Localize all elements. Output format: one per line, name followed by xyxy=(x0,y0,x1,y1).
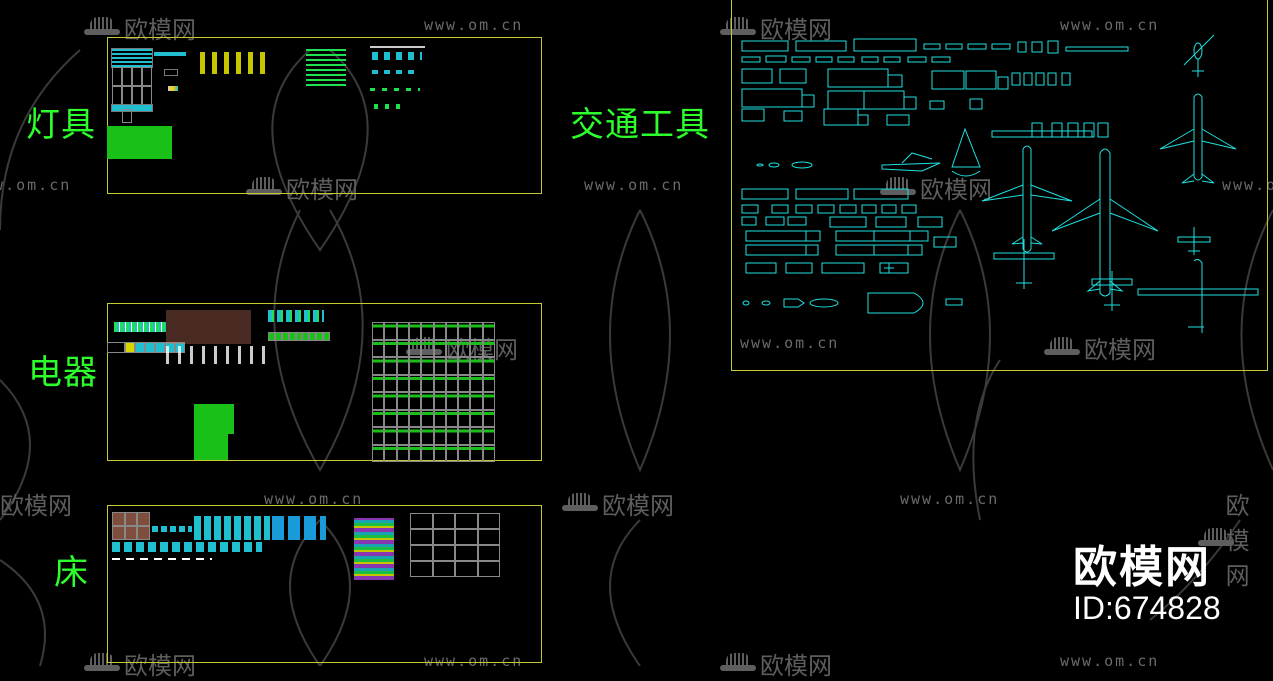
sofa-icon xyxy=(720,652,756,675)
watermark-logo: 欧模网 xyxy=(1198,486,1273,591)
plane-5 xyxy=(1137,227,1259,333)
bed-row xyxy=(112,542,262,552)
lamp-row xyxy=(164,69,178,76)
watermark-logo: 欧模网 xyxy=(720,646,832,681)
brand-name: 欧模网 xyxy=(1073,542,1211,593)
helicopter xyxy=(1183,34,1215,77)
plane-6 xyxy=(1091,271,1133,311)
frame-lamps[interactable] xyxy=(107,37,542,194)
vehicle-drawings xyxy=(741,34,1259,333)
watermark-logo: 欧模网 xyxy=(0,486,72,521)
bed-colored-block xyxy=(354,518,394,580)
section-label-lamps: 灯具 xyxy=(26,105,96,145)
frame-appliances[interactable] xyxy=(107,303,542,462)
lamp-row xyxy=(168,86,178,91)
lamp-symbols-block xyxy=(111,48,153,68)
plane-3 xyxy=(1159,93,1237,184)
watermark-url: www.om.cn xyxy=(1060,16,1160,34)
appliance-grid-green xyxy=(194,432,228,460)
watermark-logo-text: 欧模网 xyxy=(1225,492,1250,590)
watermark-logo: 欧模网 xyxy=(1044,330,1156,365)
watermark-logo: 欧模网 xyxy=(84,10,196,45)
lamp-green-block xyxy=(306,46,346,86)
watermark-url: www.om.cn xyxy=(740,334,840,352)
watermark-url: www.om.cn xyxy=(1060,652,1160,670)
watermark-logo-text: 欧模网 xyxy=(286,176,358,204)
lamp-row xyxy=(372,52,422,60)
plane-2 xyxy=(1051,148,1159,297)
brand-badge: 欧模网 ID:674828 xyxy=(1073,542,1221,626)
plane-4 xyxy=(993,239,1055,289)
watermark-logo-text: 欧模网 xyxy=(602,492,674,520)
lamp-row xyxy=(154,52,186,56)
sofa-icon xyxy=(1198,527,1234,550)
appliance-grid-mid xyxy=(268,332,330,378)
lamp-row xyxy=(370,88,420,91)
section-label-vehicles: 交通工具 xyxy=(570,105,710,145)
appliance-table-right xyxy=(372,322,495,462)
brand-id: ID:674828 xyxy=(1073,590,1221,626)
plane-1 xyxy=(981,145,1073,253)
watermark-url: www.om.cn xyxy=(1222,176,1273,194)
watermark-url: www.om.cn xyxy=(264,490,364,508)
sofa-icon xyxy=(1044,336,1080,359)
section-label-beds: 床 xyxy=(54,553,89,593)
appliance-grid-green xyxy=(194,404,234,434)
bed-row xyxy=(152,526,192,532)
appliance-grid-salmon xyxy=(166,310,251,344)
watermark-logo-text: 欧模网 xyxy=(760,652,832,680)
section-label-appliances: 电器 xyxy=(28,353,98,393)
bed-row xyxy=(112,558,212,560)
cars-row xyxy=(741,40,1129,63)
watermark-logo: 欧模网 xyxy=(880,170,992,205)
watermark-url: www.om.cn xyxy=(0,176,72,194)
watermark-logo-text: 欧模网 xyxy=(0,492,72,520)
sofa-icon xyxy=(562,492,598,515)
watermark-url: www.om.cn xyxy=(900,490,1000,508)
bed-grid-white xyxy=(410,513,500,577)
watermark-logo-text: 欧模网 xyxy=(760,16,832,44)
lamp-row xyxy=(370,46,425,48)
watermark-url: www.om.cn xyxy=(424,16,524,34)
sofa-icon xyxy=(246,176,282,199)
lamp-grid-gray xyxy=(112,67,152,105)
watermark-logo: 欧模网 xyxy=(720,10,832,45)
frame-beds[interactable] xyxy=(107,505,542,663)
watermark-logo: 欧模网 xyxy=(246,170,358,205)
watermark-url: www.om.cn xyxy=(584,176,684,194)
bed-grid-salmon xyxy=(112,512,150,540)
sofa-icon xyxy=(720,16,756,39)
watermark-logo-text: 欧模网 xyxy=(920,176,992,204)
lamp-row xyxy=(374,104,400,109)
watermark-logo-text: 欧模网 xyxy=(1084,336,1156,364)
sofa-icon xyxy=(880,176,916,199)
bed-row xyxy=(194,516,270,540)
sofa-icon xyxy=(84,16,120,39)
appliance-row xyxy=(166,346,266,364)
lamp-yellow-block xyxy=(200,52,272,74)
appliance-row xyxy=(268,310,324,322)
lamp-row xyxy=(372,70,420,74)
frame-vehicles[interactable] xyxy=(731,0,1268,371)
lamp-icon xyxy=(122,109,132,123)
watermark-logo: 欧模网 xyxy=(562,486,674,521)
lamp-grid-green xyxy=(107,126,172,159)
bed-row xyxy=(272,516,326,540)
appliance-row xyxy=(114,322,166,332)
lamp-row xyxy=(111,104,153,112)
watermark-logo-text: 欧模网 xyxy=(124,16,196,44)
